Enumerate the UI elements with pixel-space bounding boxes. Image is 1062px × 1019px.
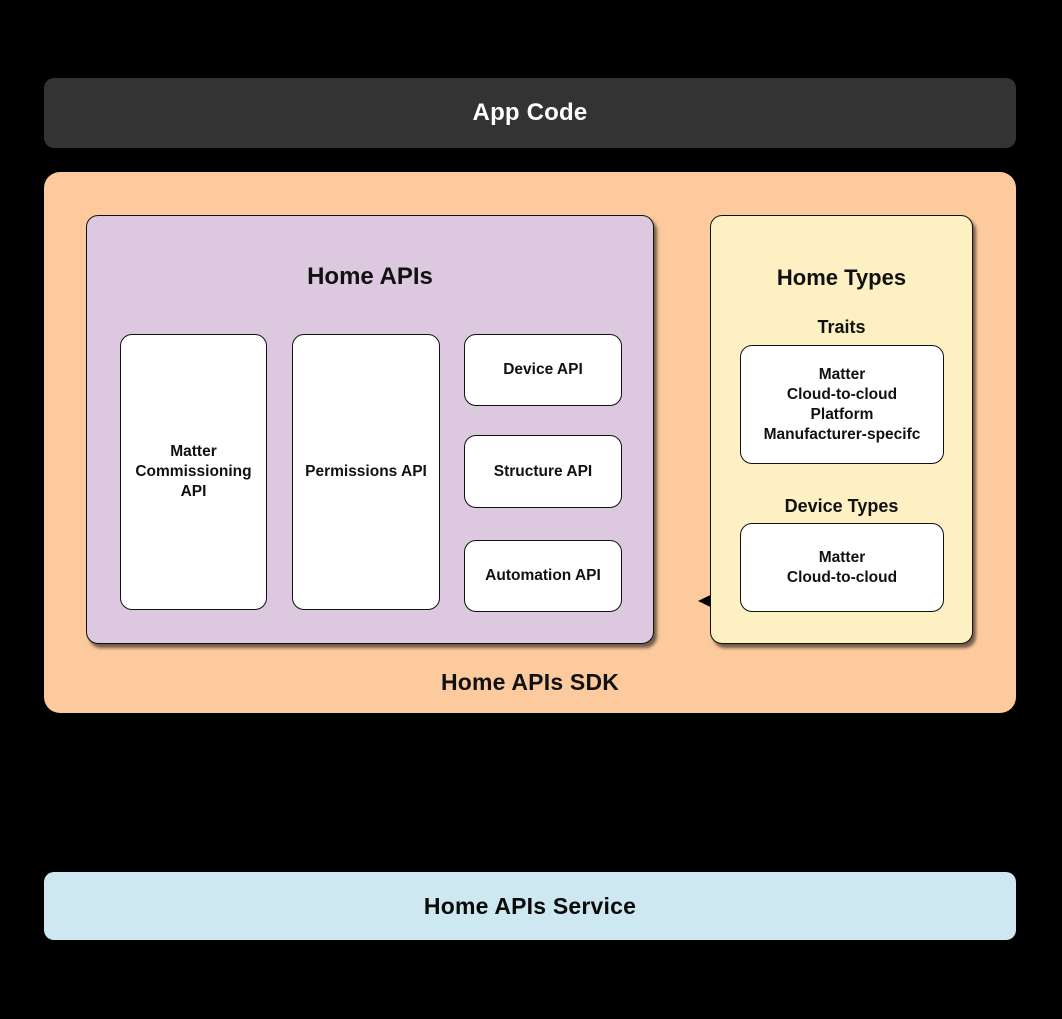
traits-list: Matter Cloud-to-cloud Platform Manufactu…: [764, 365, 921, 445]
trait-item: Manufacturer-specifc: [763, 425, 921, 443]
home-types-panel: Home Types Traits Matter Cloud-to-cloud …: [710, 215, 973, 644]
device-type-item: Matter: [818, 548, 866, 566]
sdk-container: Home APIs Matter Commissioning API Permi…: [44, 172, 1016, 713]
device-types-box: Matter Cloud-to-cloud: [740, 523, 944, 612]
service-label: Home APIs Service: [423, 892, 637, 919]
permissions-api-box: Permissions API: [292, 334, 440, 610]
trait-item: Matter: [818, 365, 866, 383]
service-bar: Home APIs Service: [44, 872, 1016, 940]
traits-label: Traits: [817, 317, 866, 337]
structure-api-box: Structure API: [464, 435, 622, 508]
trait-item: Platform: [810, 405, 874, 423]
matter-commissioning-api-box: Matter Commissioning API: [120, 334, 267, 610]
home-apis-title: Home APIs: [307, 263, 433, 290]
device-types-list: Matter Cloud-to-cloud: [787, 548, 897, 588]
permissions-api-label: Permissions API: [305, 463, 427, 480]
device-api-box: Device API: [464, 334, 622, 406]
device-type-item: Cloud-to-cloud: [786, 568, 898, 586]
sdk-label: Home APIs SDK: [440, 669, 620, 695]
matter-commissioning-api-label: Matter Commissioning API: [135, 443, 252, 500]
structure-api-label: Structure API: [493, 462, 593, 480]
app-code-bar: App Code: [44, 78, 1016, 148]
automation-api-label: Automation API: [485, 567, 601, 584]
home-types-title: Home Types: [776, 265, 907, 290]
traits-box: Matter Cloud-to-cloud Platform Manufactu…: [740, 345, 944, 464]
automation-api-box: Automation API: [464, 540, 622, 612]
app-code-label: App Code: [472, 99, 588, 126]
home-apis-panel: Home APIs Matter Commissioning API Permi…: [86, 215, 654, 644]
device-api-label: Device API: [503, 361, 583, 378]
trait-item: Cloud-to-cloud: [786, 385, 898, 403]
device-types-label: Device Types: [784, 496, 899, 516]
